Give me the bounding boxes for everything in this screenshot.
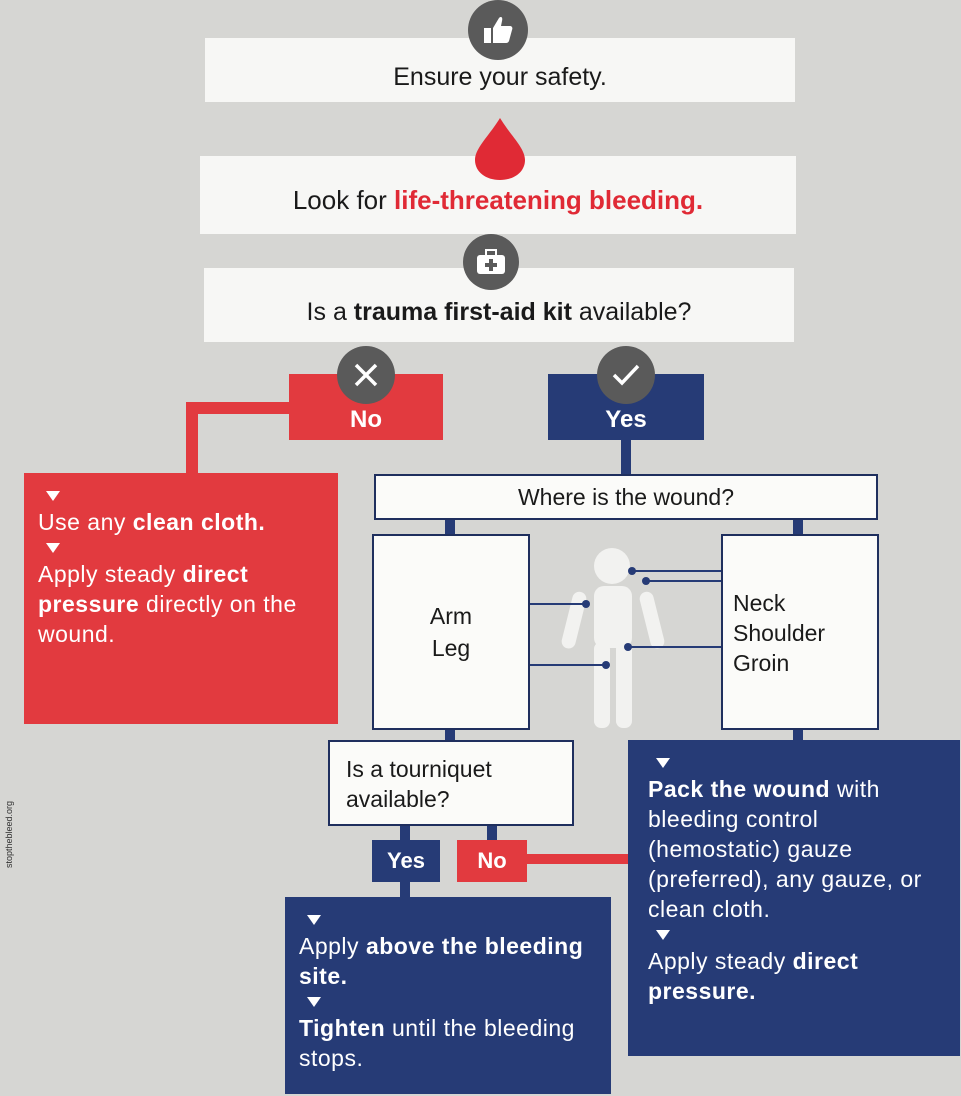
step-look-bleeding-label: Look for [292,184,395,215]
credit-text: stopthebleed.org [4,800,14,868]
first-aid-kit-icon [463,234,519,290]
tourniquet-question-label: Is a tourniquet available? [346,756,492,812]
neck-shoulder-groin-box: Neck Shoulder Groin [721,534,879,730]
apply-above-step: Apply above the bleeding site. [299,933,584,989]
pressure-step: Apply steady direct pressure directly on… [38,561,297,647]
tourniquet-instructions: Apply above the bleeding site. Tighten u… [285,897,611,1094]
arrow-down-icon [307,997,321,1007]
wound-question-label: Where is the wound? [517,483,735,510]
yes-branch-label: Yes [605,406,647,433]
tourniquet-question-box: Is a tourniquet available? [328,740,574,826]
steady-pressure-step: Apply steady direct pressure. [648,948,859,1004]
pack-step: Pack the wound with bleeding control (he… [648,776,922,922]
tighten-step: Tighten until the bleeding stops. [299,1015,575,1071]
shoulder-label: Shoulder [733,620,826,646]
step-kit-bold: trauma first-aid kit [353,297,572,326]
arrow-down-icon [46,543,60,553]
step-kit-text-2: available? [571,297,692,326]
step-kit-text-1: Is a [306,297,354,326]
x-icon [337,346,395,404]
no-branch-label: No [350,406,382,433]
neck-label: Neck [733,590,786,616]
arrow-down-icon [656,930,670,940]
thumbs-up-icon [468,0,528,60]
tourniquet-yes-label: Yes [387,848,425,873]
blood-drop-icon [471,118,529,185]
cloth-step: Use any clean cloth. [38,509,266,535]
step-ensure-safety-label: Ensure your safety. [393,62,607,91]
arrow-down-icon [307,915,321,925]
connector-yes-to-wound [621,438,631,478]
tourniquet-yes-box: Yes [372,840,440,882]
connector-no-to-cloth [186,402,290,478]
tourniquet-no-label: No [477,848,507,873]
wound-question-box: Where is the wound? [374,474,878,520]
check-icon [597,346,655,404]
arrow-down-icon [46,491,60,501]
arm-leg-box: Arm Leg [372,534,530,730]
leg-label: Leg [431,635,471,661]
tourniquet-no-box: No [457,840,527,882]
clean-cloth-instructions: Use any clean cloth. Apply steady direct… [24,473,338,724]
arrow-down-icon [656,758,670,768]
step-look-bleeding-highlight: life-threatening bleeding. [394,184,704,215]
groin-label: Groin [733,650,790,676]
arm-label: Arm [429,603,473,629]
connector-tourniquet-no-to-pack [525,854,633,864]
pack-wound-instructions: Pack the wound with bleeding control (he… [628,740,960,1056]
human-figure [561,548,665,728]
